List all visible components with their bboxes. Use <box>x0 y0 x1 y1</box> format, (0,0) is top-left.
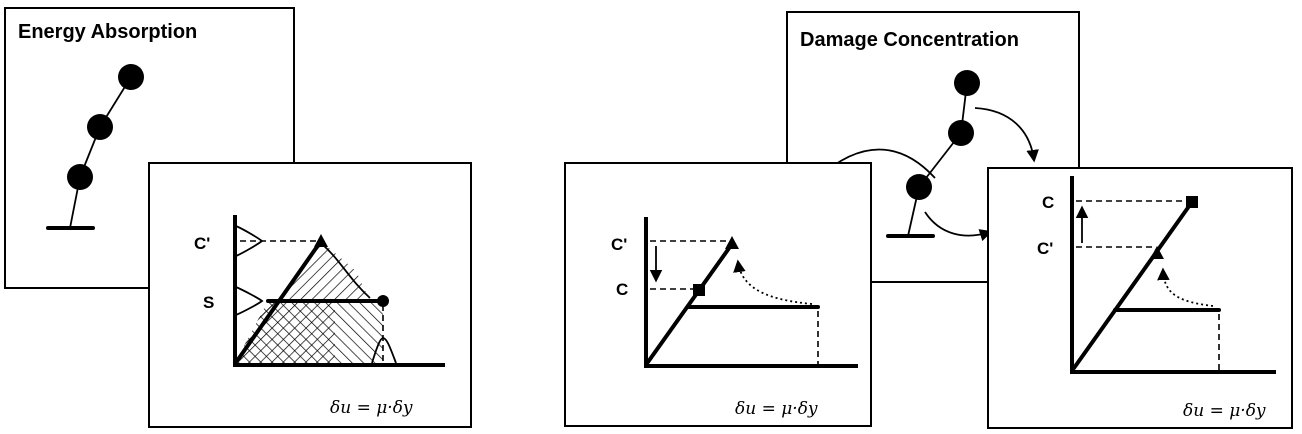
energy-graph: C' S δu = μ·δy <box>148 162 472 428</box>
arrow-to-right-graph <box>974 107 1039 163</box>
c-prime-label: C' <box>611 235 627 254</box>
square-marker <box>1186 196 1198 208</box>
ductility-formula: δu = μ·δy <box>735 399 818 419</box>
floor-mass <box>118 64 144 90</box>
response-line <box>1072 200 1194 370</box>
c-label: C <box>616 280 628 299</box>
elastic-energy-area <box>235 241 370 363</box>
c-prime-distribution <box>235 225 264 257</box>
floor-mass <box>906 174 932 200</box>
triangle-marker <box>314 234 328 247</box>
triangle-marker <box>1150 246 1164 259</box>
floor-mass <box>954 70 980 96</box>
right-graph-frame <box>987 167 1293 429</box>
left-graph-frame <box>564 162 872 427</box>
ductility-formula: δu = μ·δy <box>330 398 413 418</box>
triangle-marker <box>725 236 739 249</box>
circle-marker <box>377 295 389 307</box>
floor-mass <box>87 114 113 140</box>
s-label: S <box>203 293 214 312</box>
c-prime-label: C' <box>1037 239 1053 258</box>
energy-structure-model <box>46 64 144 230</box>
c-prime-label: C' <box>194 234 210 253</box>
floor-mass <box>948 120 974 146</box>
arrow-lower-to-right <box>924 211 993 242</box>
energy-title: Energy Absorption <box>18 21 197 43</box>
damage-concentration-panel: Damage Concentration <box>564 11 1293 429</box>
unloading-curve <box>322 244 371 299</box>
square-marker <box>693 284 705 296</box>
response-line <box>646 242 734 364</box>
ductility-distribution <box>371 337 397 364</box>
crosshatch-area <box>235 301 335 363</box>
damage-title: Damage Concentration <box>800 29 1019 51</box>
damage-left-graph: C' C δu = μ·δy <box>564 162 872 427</box>
damage-right-graph: C C' δu = μ·δy <box>987 167 1293 429</box>
c-label: C <box>1042 193 1054 212</box>
energy-absorption-panel: Energy Absorption <box>4 7 472 428</box>
ductility-formula: δu = μ·δy <box>1183 401 1266 421</box>
s-distribution <box>235 286 264 316</box>
floor-mass <box>67 164 93 190</box>
